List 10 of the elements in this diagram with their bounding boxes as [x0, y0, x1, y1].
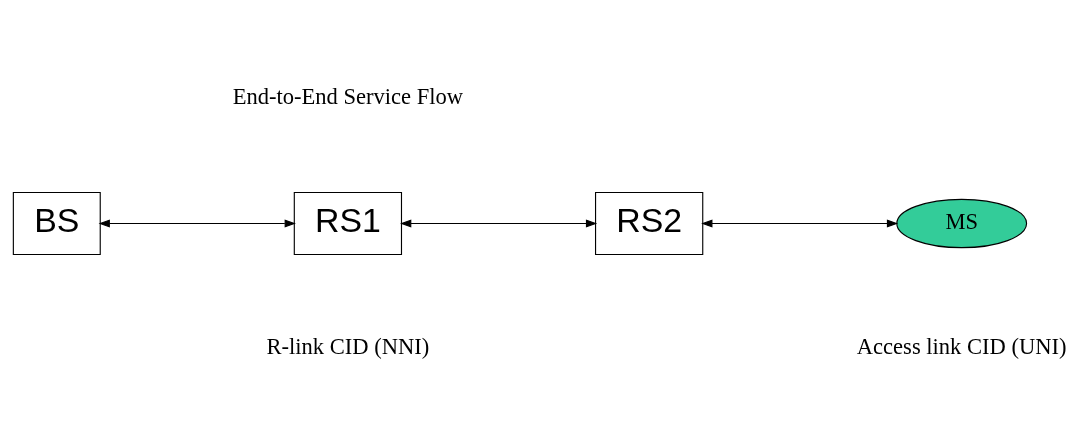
- label: Access link CID (UNI): [856, 333, 1067, 359]
- node-ellipse: MS: [896, 198, 1028, 248]
- arrow: [400, 219, 598, 227]
- node-box: BS: [12, 191, 101, 255]
- node-box: RS2: [595, 191, 704, 255]
- label: End-to-End Service Flow: [232, 83, 464, 109]
- label: R-link CID (NNI): [266, 333, 430, 359]
- arrow: [701, 219, 899, 227]
- node-box: RS1: [293, 191, 403, 255]
- arrow: [98, 219, 296, 227]
